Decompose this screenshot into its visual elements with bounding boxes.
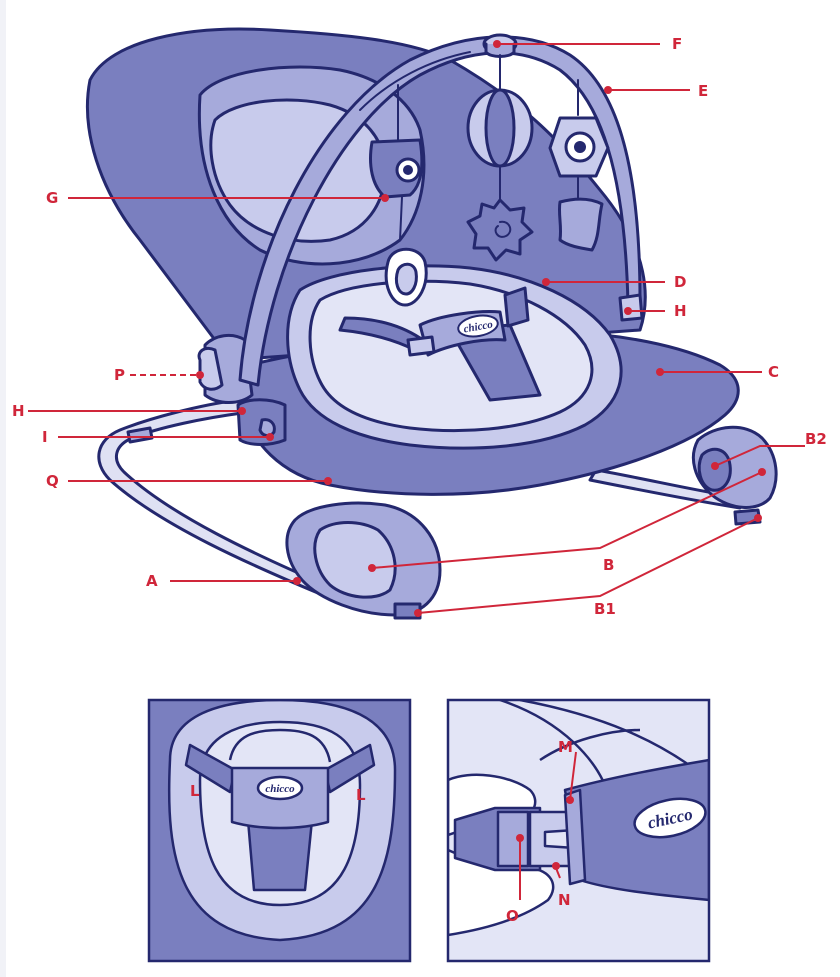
dot-d xyxy=(542,278,550,286)
dot-g xyxy=(381,194,389,202)
leader-dots xyxy=(196,40,766,617)
inset-buckle-detail: chicco M N O xyxy=(446,698,711,963)
page-margin xyxy=(0,0,6,977)
frame-joint xyxy=(126,426,154,444)
teether-ring-inner xyxy=(394,262,418,296)
dot-o xyxy=(516,834,524,842)
label-p: P xyxy=(114,366,125,384)
buckle-logo-text: chicco xyxy=(463,318,494,335)
leader-b xyxy=(371,471,763,569)
label-g: G xyxy=(46,189,58,207)
star-spiral xyxy=(494,220,512,238)
hex-mirror-dot xyxy=(574,141,586,153)
inset2-border xyxy=(446,698,711,963)
label-q: Q xyxy=(46,472,59,490)
label-b: B xyxy=(603,556,614,574)
dot-f xyxy=(493,40,501,48)
dot-h-right xyxy=(624,307,632,315)
inset1-crotch-strap xyxy=(246,818,314,892)
hanging-star-toy xyxy=(466,198,534,262)
dot-n xyxy=(552,862,560,870)
toy-g-mirror-dot xyxy=(403,165,413,175)
callout-labels: F E G D H C P H I Q A B B2 B1 xyxy=(12,35,827,618)
dot-b-back xyxy=(758,468,766,476)
dot-b-front xyxy=(368,564,376,572)
inset1-strap-right xyxy=(323,743,376,794)
label-l-right: L xyxy=(356,786,366,804)
dot-e xyxy=(604,86,612,94)
label-h-right: H xyxy=(674,302,687,320)
label-b1: B1 xyxy=(594,600,616,618)
inset1-contour xyxy=(228,728,332,763)
leader-lines xyxy=(28,43,805,614)
label-n: N xyxy=(558,891,571,909)
inset1-logo-badge xyxy=(256,775,304,801)
dot-i xyxy=(266,433,274,441)
inset2-logo-badge xyxy=(633,797,707,839)
anti-slip-foot-front xyxy=(393,602,422,620)
dot-b1-front xyxy=(414,609,422,617)
label-e: E xyxy=(698,82,708,100)
dot-b1-back xyxy=(754,514,762,522)
buckle-logo-badge xyxy=(457,314,499,338)
toy-g-link xyxy=(399,196,403,241)
label-b2: B2 xyxy=(805,430,827,448)
bouncer-illustration: chicco xyxy=(86,27,778,620)
dot-h-left xyxy=(238,407,246,415)
dot-q xyxy=(324,477,332,485)
toy-bar-edge xyxy=(359,51,471,111)
dot-a xyxy=(293,577,301,585)
label-o: O xyxy=(506,907,519,925)
leader-b1 xyxy=(417,517,759,614)
label-l-left: L xyxy=(190,782,200,800)
inset2-contour-3 xyxy=(539,728,641,762)
dot-p xyxy=(196,371,204,379)
label-i: I xyxy=(42,428,48,446)
hanging-leaf-toy xyxy=(557,197,604,252)
inset-harness: chicco L L xyxy=(147,698,412,963)
buckle-clip xyxy=(406,335,436,357)
label-f: F xyxy=(672,35,682,53)
hanging-ball-band xyxy=(484,88,516,168)
label-c: C xyxy=(768,363,779,381)
dot-b2 xyxy=(711,462,719,470)
inset1-logo-text: chicco xyxy=(265,783,295,795)
side-button-p xyxy=(197,346,224,391)
label-m: M xyxy=(558,738,573,756)
dot-c xyxy=(656,368,664,376)
dot-m xyxy=(566,796,574,804)
toy-bar-clip-right xyxy=(618,293,644,322)
front-foot-left-cap xyxy=(313,521,397,599)
strap-right xyxy=(503,286,530,328)
leader-m xyxy=(569,751,577,801)
label-d: D xyxy=(674,273,686,291)
leader-b2 xyxy=(714,445,805,467)
label-h-left: H xyxy=(12,402,25,420)
label-a: A xyxy=(146,572,158,590)
vibration-switch xyxy=(258,418,276,438)
inset1-strap-left xyxy=(184,743,237,794)
inset2-buckle-receiver xyxy=(563,788,587,886)
inset1-border xyxy=(147,698,412,963)
